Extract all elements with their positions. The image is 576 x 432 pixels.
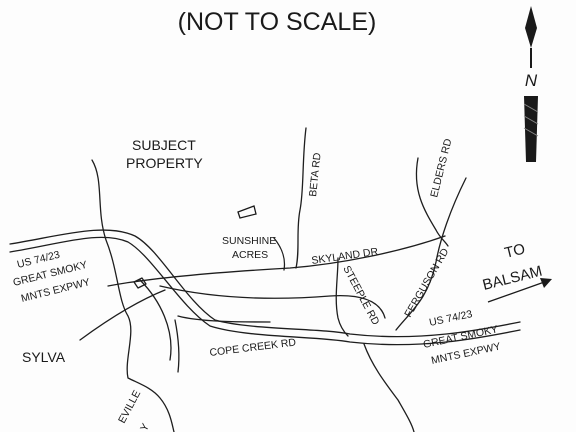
- cope-creek-rd-label: COPE CREEK RD: [209, 336, 297, 359]
- beta-rd-label: BETA RD: [307, 152, 324, 198]
- small-building-marker: [133, 277, 147, 289]
- north-letter: N: [525, 71, 538, 90]
- us74-east-label-1: US 74/23: [428, 308, 473, 329]
- map-title: (NOT TO SCALE): [178, 8, 377, 36]
- sunshine-acres-label-line2: ACRES: [232, 249, 268, 261]
- subject-property-label-line2: PROPERTY: [126, 155, 203, 171]
- beta-rd-line: [295, 127, 307, 269]
- junction-ramp: [174, 319, 180, 373]
- skyland-dr-line: [107, 235, 446, 287]
- interchange-loop: [139, 279, 386, 361]
- sylva-label: SYLVA: [22, 349, 66, 365]
- elders-rd-label: ELDERS RD: [428, 137, 454, 199]
- parcel-marker-icon: [237, 205, 257, 219]
- creek-west: [91, 159, 175, 432]
- north-arrow-icon: N: [523, 6, 539, 162]
- south-road-line: [363, 343, 415, 432]
- steeple-rd-line: [335, 257, 349, 337]
- cut-off-road-label-line2: Y: [138, 422, 152, 432]
- elders-rd-line: [415, 157, 449, 247]
- sylva-road-line: [79, 289, 166, 341]
- east-curve-line: [395, 177, 467, 331]
- to-balsam-label: TO: [503, 240, 527, 261]
- us-74-23-expressway: [9, 229, 521, 346]
- cut-off-road-label: EVILLE: [116, 388, 143, 425]
- ferguson-rd-label: FERGUSON RD: [402, 246, 451, 320]
- sunshine-acres-road: [273, 237, 286, 271]
- subject-property-label: SUBJECT: [132, 137, 196, 153]
- to-balsam-arrow-icon: [487, 278, 552, 303]
- to-balsam-label-line2: BALSAM: [481, 263, 544, 294]
- sunshine-acres-label: SUNSHINE: [222, 235, 276, 247]
- skyland-dr-label: SKYLAND DR: [311, 246, 380, 267]
